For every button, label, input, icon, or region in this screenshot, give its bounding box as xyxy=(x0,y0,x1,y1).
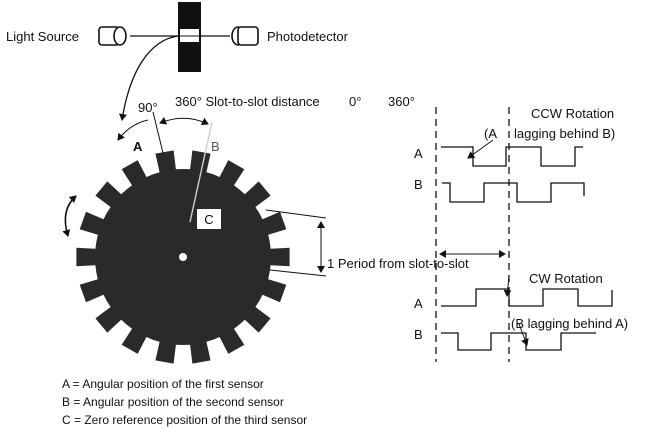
disk-hub-hole xyxy=(179,253,187,261)
rotation-arrow xyxy=(62,195,77,237)
sensor-a-label: A xyxy=(133,139,143,154)
ccw-note-arrow xyxy=(467,139,494,159)
cw-channel-a: A xyxy=(414,296,423,311)
cw-channel-b: B xyxy=(414,327,423,342)
cw-title: CW Rotation xyxy=(529,271,603,286)
sensor-b-label: B xyxy=(211,139,220,154)
legend-line-a: A = Angular position of the first sensor xyxy=(62,377,264,391)
cw-note-arrow xyxy=(503,275,512,297)
photodetector-lens-icon xyxy=(231,26,259,46)
legend-line-b: B = Angular position of the second senso… xyxy=(62,395,284,409)
light-source-label: Light Source xyxy=(6,29,79,44)
ccw-waveform-b xyxy=(442,182,585,203)
photodetector-label: Photodetector xyxy=(267,29,348,44)
period-label: 1 Period from slot-to-slot xyxy=(327,256,469,271)
ccw-title: CCW Rotation xyxy=(531,106,615,121)
encoder-disk xyxy=(76,150,290,364)
light-source-lens-icon xyxy=(98,26,127,46)
slot-distance-arc xyxy=(159,117,209,126)
deg-360-label: 360° xyxy=(388,94,415,109)
section-pointer-arrow xyxy=(119,35,179,121)
cw-waveform-b xyxy=(441,332,596,351)
cw-waveform-a xyxy=(441,288,613,307)
slot-distance-label: 360° Slot-to-slot distance xyxy=(175,94,320,109)
zero-deg-label: 0° xyxy=(349,94,362,109)
sensor-c-label: C xyxy=(197,209,221,229)
ccw-note-b: lagging behind B) xyxy=(514,126,616,141)
period-ext-bottom xyxy=(269,269,327,277)
ccw-channel-a: A xyxy=(414,146,423,161)
period-ext-top xyxy=(265,209,327,219)
sensor-a-line xyxy=(152,111,164,154)
disk-cross-section-icon xyxy=(176,2,204,72)
ccw-note-a: (A xyxy=(484,126,497,141)
legend-line-c: C = Zero reference position of the third… xyxy=(62,413,308,427)
angle-90-label: 90° xyxy=(138,100,158,115)
angle-90-arc xyxy=(117,119,149,141)
ccw-channel-b: B xyxy=(414,177,423,192)
ccw-waveform-a xyxy=(441,146,583,167)
cw-note: (B lagging behind A) xyxy=(511,316,629,331)
sensor-b-line xyxy=(189,121,213,223)
